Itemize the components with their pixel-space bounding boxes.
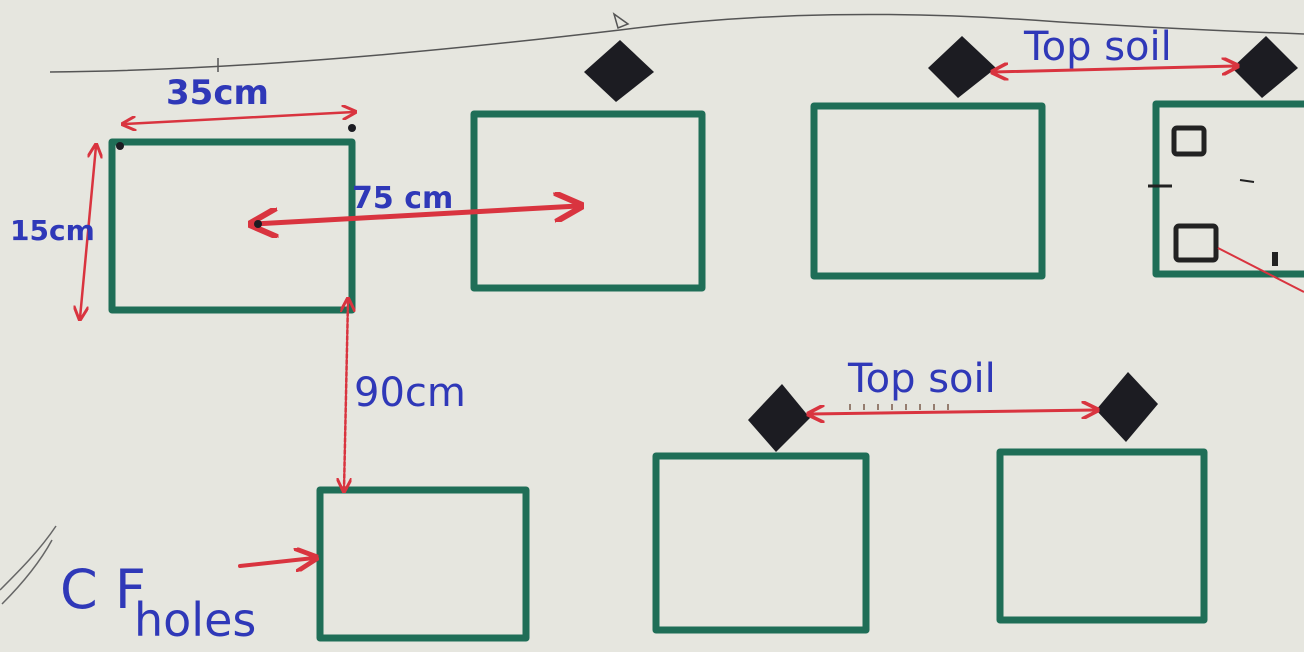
height-dimension-label: 15cm: [10, 214, 95, 247]
top-soil-heap: [1096, 372, 1158, 442]
pencil-line: [49, 13, 1304, 73]
planting-hole: [996, 448, 1208, 624]
planting-hole: [316, 486, 530, 642]
top-soil-heaps: [584, 36, 1298, 452]
top-soil-heap: [928, 36, 996, 98]
width-dimension-label: 35cm: [166, 73, 269, 113]
height-arrow: [80, 146, 96, 318]
top-soil-heap: [1232, 36, 1298, 98]
planting-hole: [652, 452, 870, 634]
row-spacing-label: 75 cm: [352, 181, 453, 216]
top-soil-label-upper: Top soil: [1023, 24, 1172, 70]
row-spacing-arrow: [254, 206, 578, 224]
top-soil-label-lower: Top soil: [847, 356, 996, 402]
planting-hole: [108, 138, 356, 314]
top-soil-arrow-upper: [994, 66, 1236, 72]
col-spacing-label: 90cm: [354, 370, 466, 416]
cf-holes-label: holes: [134, 593, 256, 647]
cf-holes-arrow: [238, 558, 314, 566]
top-soil-heap: [584, 40, 654, 102]
planting-hole: [1152, 100, 1304, 278]
planting-hole: [810, 102, 1046, 280]
col-spacing-arrow: [344, 300, 348, 490]
dimension-arrows: [80, 66, 1236, 566]
planting-hole: [470, 110, 706, 292]
cf-letters-label: C F: [60, 558, 146, 621]
hole-marks: [1171, 125, 1219, 263]
planting-holes: [108, 100, 1304, 642]
width-arrow: [124, 112, 354, 124]
top-soil-heap: [748, 384, 810, 452]
top-soil-arrow-lower: [810, 410, 1096, 414]
